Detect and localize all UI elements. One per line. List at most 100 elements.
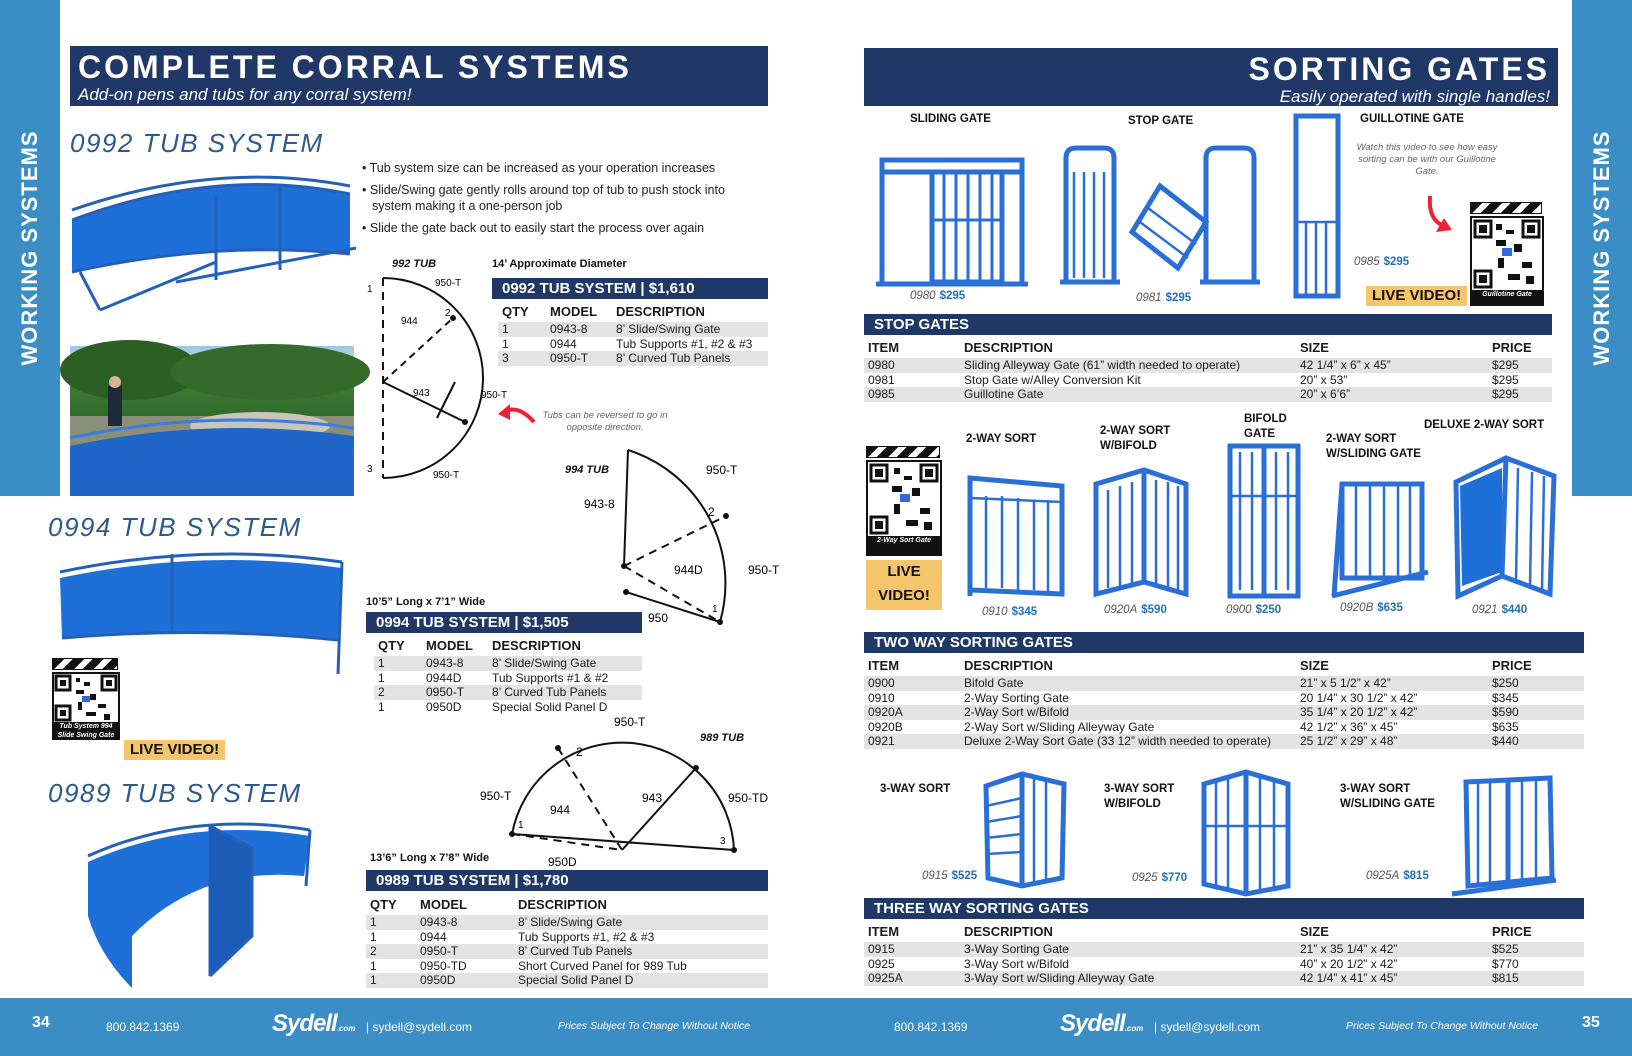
table-cell: Guillotine Gate	[960, 387, 1296, 402]
clapper-icon	[866, 446, 940, 458]
table-header: SIZE	[1300, 924, 1329, 939]
table-cell: Short Curved Panel for 989 Tub	[518, 958, 687, 973]
table-cell: 8’ Curved Tub Panels	[514, 944, 768, 959]
table-cell: Special Solid Panel D	[492, 699, 608, 714]
table-cell: $295	[1492, 372, 1519, 387]
tub-0994-live-video[interactable]: LIVE VIDEO!	[124, 740, 226, 760]
bullet: Slide/Swing gate gently rolls around top…	[362, 182, 752, 214]
table-cell: 1	[378, 699, 385, 714]
gate-caption-0920B: 0920B$635	[1340, 602, 1403, 614]
table-cell: $770	[1492, 956, 1519, 971]
table-header: DESCRIPTION	[518, 897, 607, 912]
diagram-label: 943	[413, 388, 430, 399]
footer-notice-left: Prices Subject To Change Without Notice	[558, 1020, 751, 1032]
tub-0992-render	[71, 175, 357, 312]
live-video-line: LIVE	[887, 563, 921, 580]
guillotine-qr-code[interactable]: Guillotine Gate	[1470, 216, 1544, 306]
table-cell: 2-Way Sort w/Sliding Alleyway Gate	[964, 719, 1155, 734]
diagram-label: 2	[576, 745, 583, 759]
gate-image-0920B	[1331, 481, 1429, 599]
gate-caption-0920A: 0920A$590	[1104, 604, 1167, 616]
right-banner: SORTING GATES Easily operated with singl…	[864, 48, 1558, 106]
table-cell: $815	[1488, 971, 1584, 986]
right-banner-title: SORTING GATES	[1248, 51, 1550, 87]
logo-text: Sydell	[1060, 1010, 1126, 1037]
gate-model: 0985	[1354, 256, 1380, 268]
qr-caption: Guillotine Gate	[1472, 290, 1542, 304]
table-cell: 21” x 35 1/4” x 42”	[1296, 942, 1488, 957]
table-header: PRICE	[1492, 658, 1532, 673]
diagram-label: 944	[401, 316, 418, 327]
table-cell: 0921	[864, 734, 960, 749]
two-way-live-video[interactable]: LIVE VIDEO!	[866, 560, 942, 610]
table-cell: $295	[1488, 387, 1552, 402]
page-number-right: 35	[1582, 1014, 1600, 1031]
table-cell: 0944	[550, 336, 577, 351]
tub-0992-diagram-title: 992 TUB	[392, 258, 437, 270]
diagram-label: 950-T	[614, 715, 646, 729]
gate-image-0915	[983, 771, 1067, 889]
gate-label-sliding: SLIDING GATE	[910, 113, 991, 125]
table-cell: $590	[1488, 705, 1584, 720]
table-cell: 42 1/2” x 36” x 45”	[1300, 719, 1398, 734]
gate-label-2-way-sort-bifold: 2-WAY SORT W/BIFOLD	[1100, 425, 1171, 452]
guillotine-video-note: Watch this video to see how easy sorting…	[1356, 142, 1498, 177]
table-header: DESCRIPTION	[616, 304, 705, 319]
guillotine-live-video[interactable]: LIVE VIDEO!	[1366, 286, 1468, 306]
table-cell: 0943-8	[416, 915, 514, 930]
left-banner-title: COMPLETE CORRAL SYSTEMS	[78, 49, 632, 85]
gate-price: $250	[1255, 604, 1282, 616]
side-tab-left: WORKING SYSTEMS	[0, 0, 60, 496]
table-cell: 8’ Curved Tub Panels	[488, 685, 642, 700]
footer-phone-right[interactable]: 800.842.1369	[894, 1020, 968, 1034]
table-cell: 2-Way Sort w/Bifold	[960, 705, 1296, 720]
gate-caption-0921: 0921$440	[1472, 604, 1527, 616]
table-cell: Tub Supports #1, #2 & #3	[616, 336, 753, 351]
table-cell: 20” x 53”	[1300, 372, 1348, 387]
gate-model: 0925	[1132, 872, 1158, 884]
table-header: MODEL	[426, 638, 473, 653]
diagram-label: 1	[712, 604, 718, 615]
gate-model: 0925A	[1366, 870, 1400, 882]
tub-0994-qr-code[interactable]: Tub System 994 Slide Swing Gate	[52, 672, 120, 740]
gate-model: 0920B	[1340, 602, 1374, 614]
diagram-label: 950D	[548, 855, 577, 869]
table-cell: 0950-TD	[420, 958, 467, 973]
table-cell: 0900	[864, 676, 960, 691]
gate-image-0921	[1453, 455, 1557, 600]
footer-phone-left[interactable]: 800.842.1369	[106, 1020, 180, 1034]
table-header: SIZE	[1300, 658, 1329, 673]
gate-price: $770	[1161, 872, 1188, 884]
table-cell: 0950D	[416, 973, 514, 988]
gate-model: 0981	[1136, 292, 1162, 304]
table-cell: 20 1/4” x 30 1/2” x 42”	[1300, 690, 1418, 705]
clapper-icon	[1470, 202, 1542, 214]
diagram-label: 950-T	[480, 789, 512, 803]
table-cell: 2-Way Sorting Gate	[964, 690, 1069, 705]
footer-email-right[interactable]: | sydell@sydell.com	[1154, 1020, 1260, 1034]
diagram-label: 950-T	[706, 463, 738, 477]
table-cell: 0910	[868, 690, 895, 705]
tub-0994-size-note: 10’5” Long x 7’1” Wide	[366, 596, 486, 608]
tub-0989-title: 0989 TUB SYSTEM	[48, 778, 302, 808]
table-cell: 3-Way Sorting Gate	[960, 942, 1296, 957]
table-cell: 0944D	[426, 670, 462, 685]
footer-email-left[interactable]: | sydell@sydell.com	[366, 1020, 472, 1034]
table-cell: 25 1/2” x 29” x 48”	[1296, 734, 1488, 749]
gate-model: 0980	[910, 290, 936, 302]
gate-price: $590	[1141, 604, 1167, 616]
tub-0994-render	[59, 552, 344, 675]
two-way-sort-qr-code[interactable]: 2-Way Sort Gate	[866, 460, 942, 556]
table-cell: Stop Gate w/Alley Conversion Kit	[964, 372, 1141, 387]
gate-label-guillotine: GUILLOTINE GATE	[1360, 113, 1464, 125]
